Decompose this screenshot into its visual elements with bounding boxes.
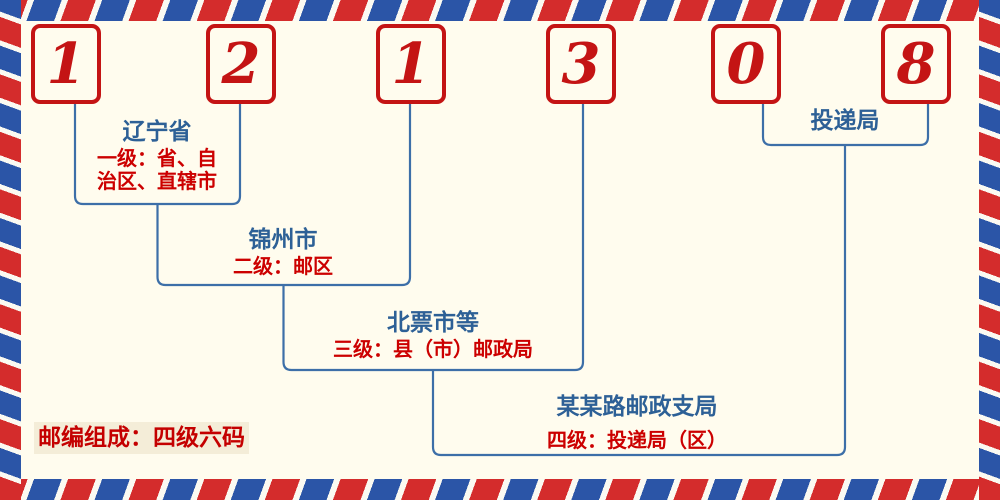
level3-desc: 三级：县（市）邮政局: [333, 337, 533, 361]
connector-delivery: [761, 100, 930, 147]
delivery-place: 投递局: [810, 108, 880, 134]
digit-6: 8: [896, 31, 936, 97]
level4-label: 某某路邮政支局 四级：投递局（区）: [547, 392, 727, 452]
airmail-border-bottom: [0, 479, 1000, 500]
delivery-label: 投递局: [811, 106, 880, 136]
composition-note: 邮编组成：四级六码: [34, 422, 249, 454]
level1-label: 辽宁省 一级：省、自 治区、直辖市: [97, 117, 217, 193]
digit-box-6: 8: [881, 24, 951, 104]
digit-5: 0: [726, 31, 766, 97]
level3-label: 北票市等 三级：县（市）邮政局: [333, 308, 533, 361]
digit-1: 1: [46, 31, 86, 97]
digit-4: 3: [561, 31, 601, 97]
airmail-border-left: [0, 0, 21, 500]
airmail-border-right: [979, 0, 1000, 500]
airmail-border-top: [0, 0, 1000, 21]
level3-place: 北票市等: [387, 310, 479, 336]
level2-desc: 二级：邮区: [233, 254, 333, 278]
level2-label: 锦州市 二级：邮区: [233, 225, 333, 278]
digit-box-1: 1: [31, 24, 101, 104]
digit-box-4: 3: [546, 24, 616, 104]
digit-2: 2: [221, 31, 261, 97]
level4-place: 某某路邮政支局: [556, 394, 718, 420]
level1-desc: 一级：省、自 治区、直辖市: [97, 146, 217, 193]
digit-box-3: 1: [376, 24, 446, 104]
digit-3: 1: [391, 31, 431, 97]
digit-box-2: 2: [206, 24, 276, 104]
connector-level4: [431, 145, 847, 457]
level4-desc: 四级：投递局（区）: [547, 428, 727, 452]
level1-place: 辽宁省: [122, 119, 192, 145]
level2-place: 锦州市: [248, 227, 318, 253]
digit-box-5: 0: [711, 24, 781, 104]
